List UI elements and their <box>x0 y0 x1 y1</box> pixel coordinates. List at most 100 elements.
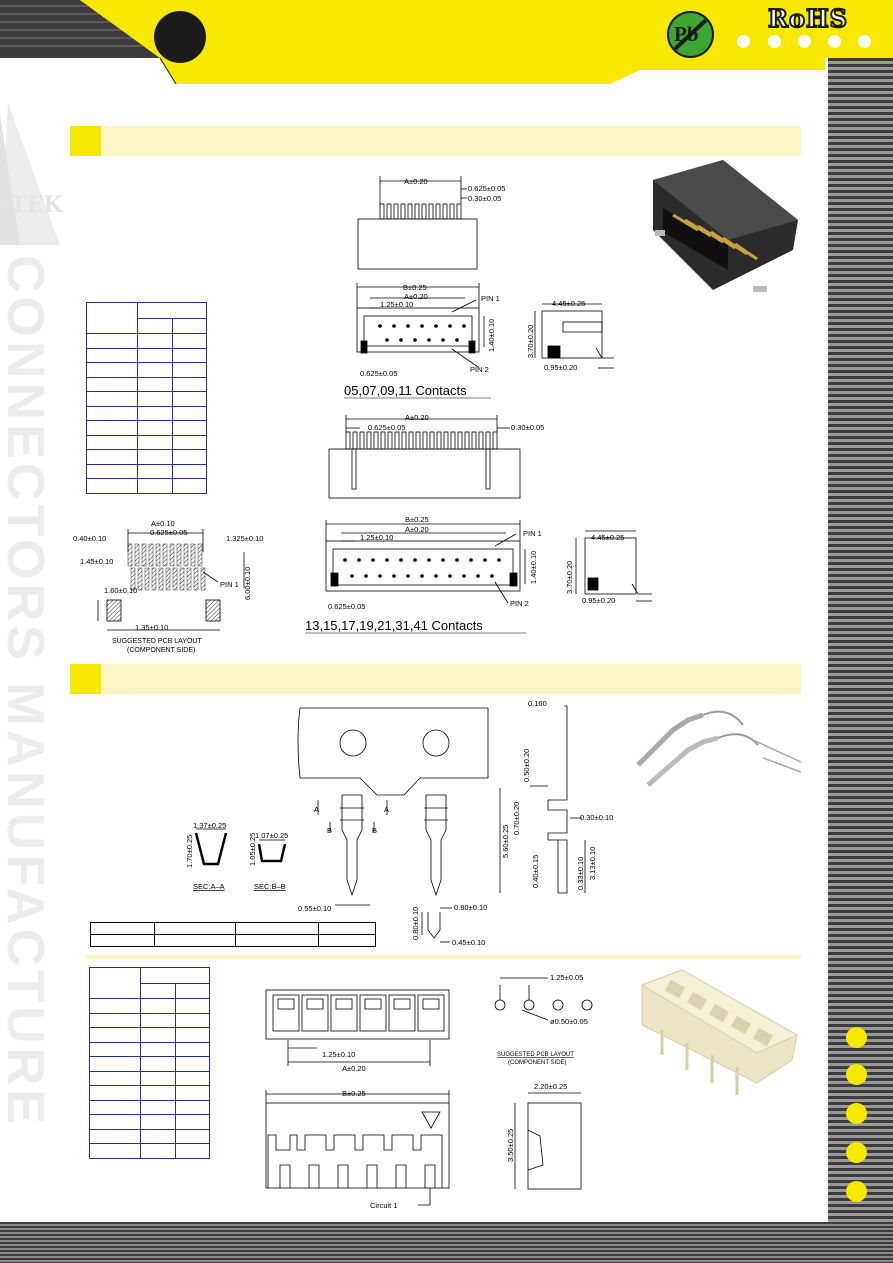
carrier-hole-2 <box>422 729 450 757</box>
pb-free-logo: Pb <box>667 11 714 58</box>
terminal-spec-table <box>90 922 376 947</box>
dim-front2-offset: 0.625±0.05 <box>328 602 365 611</box>
dim-pcb-anchorh: 1.60±0.10 <box>104 586 137 595</box>
header-dot-3 <box>798 35 811 48</box>
sec-a-label: SEC:A–A <box>193 882 225 891</box>
header-dot-1 <box>737 35 750 48</box>
dim-pcb-a: A±0.10 <box>151 519 175 528</box>
dim-front1-pitch: 1.25±0.10 <box>380 300 413 309</box>
sec-b-h: 1.05±0.25 <box>248 833 257 866</box>
dim-side1-foot: 0.95±0.20 <box>544 363 577 372</box>
dim-front1-pin1: PIN 1 <box>481 294 500 303</box>
no-lead-icon <box>673 18 708 51</box>
side-view-2-body <box>584 537 637 595</box>
dim-term-total: 5.60±0.25 <box>501 825 510 858</box>
housing-front-view <box>265 1102 450 1189</box>
caption-large-contacts: 13,15,17,19,21,31,41 Contacts <box>305 618 483 633</box>
side-dot-1 <box>846 1027 867 1048</box>
dim-term-d6: 3.13±0.10 <box>588 847 597 880</box>
section-marker-1 <box>70 126 101 156</box>
part-number-table-2 <box>89 967 210 1159</box>
dim-pcb-pitch-2: 1.25±0.05 <box>550 973 583 982</box>
terminal-1 <box>341 794 363 897</box>
dim-pcb-padh: 1.45±0.10 <box>80 557 113 566</box>
header-dot-4 <box>828 35 841 48</box>
housing-circuit: Circuit 1 <box>370 1201 398 1210</box>
dim-front1-offset: 0.625±0.05 <box>360 369 397 378</box>
logo-watermark <box>0 103 60 245</box>
dim-housing-side-h: 3.50±0.25 <box>506 1129 515 1162</box>
dim-term-d2: 0.70±0.20 <box>512 802 521 835</box>
pcb-anchor-right <box>205 599 221 622</box>
dim-side1-depth: 4.45±0.25 <box>552 299 585 308</box>
housing-top-cells <box>272 994 445 1032</box>
sec-a-h: 1.70±0.25 <box>185 835 194 868</box>
front-view-1-contacts <box>378 324 466 342</box>
header-dot-5 <box>858 35 871 48</box>
connector-photo-1 <box>653 160 798 292</box>
dim-pcb-padw: 0.40±0.10 <box>73 534 106 543</box>
top-view-1-pins <box>379 203 462 220</box>
side-dot-2 <box>846 1064 867 1085</box>
dim-top2-pinw: 0.30±0.05 <box>511 423 544 432</box>
dim-top1-a: A±0.20 <box>404 177 428 186</box>
rohs-label: RoHS <box>767 3 848 34</box>
pcb-hole-2 <box>523 999 535 1011</box>
dim-pcb-pin1: PIN 1 <box>220 580 239 589</box>
mark-b-2: B <box>372 826 377 835</box>
dim-pcb-pitch: 0.625±0.05 <box>150 528 187 537</box>
dim-pcb-span: 6.00±0.10 <box>243 567 252 600</box>
dim-top2-pitch: 0.625±0.05 <box>368 423 405 432</box>
section-marker-2 <box>70 664 101 694</box>
dim-front2-pin2: PIN 2 <box>510 599 529 608</box>
dim-term-d4: 0.40±0.15 <box>531 855 540 888</box>
dim-tip-h: 0.80±0.10 <box>411 907 420 940</box>
housing-front-teeth <box>267 1134 443 1188</box>
dim-term-d5: 0.33±0.10 <box>576 857 585 890</box>
dim-pcb-anchorw: 1.35±0.10 <box>135 623 168 632</box>
dim-pcb-edge: 1.325±0.10 <box>226 534 263 543</box>
dim-front1-height: 1.40±0.10 <box>487 319 496 352</box>
caption-small-contacts: 05,07,09,11 Contacts <box>344 383 467 398</box>
dim-front2-b: B±0.25 <box>405 515 429 524</box>
dim-side1-height: 3.70±0.20 <box>526 325 535 358</box>
front-view-2-contacts <box>343 558 501 578</box>
carrier-strip <box>300 707 489 796</box>
side-view-1-body <box>541 310 603 359</box>
terminal-side-profile <box>547 705 568 894</box>
housing-photo <box>640 969 799 1095</box>
section-divider <box>86 955 801 959</box>
dim-side2-depth: 4.45±0.25 <box>591 533 624 542</box>
pcb-hole-3 <box>552 999 564 1011</box>
bottom-stripe-border <box>0 1222 893 1263</box>
dim-term-thickness: 0.160 <box>528 699 547 708</box>
dim-top1-pitch: 0.625±0.05 <box>468 184 505 193</box>
section-header-2 <box>70 664 801 694</box>
dim-front1-b: B±0.25 <box>403 283 427 292</box>
dim-top1-pinw: 0.30±0.05 <box>468 194 501 203</box>
side-dot-3 <box>846 1103 867 1124</box>
dim-front2-pitch: 1.25±0.10 <box>360 533 393 542</box>
terminal-2 <box>425 794 447 897</box>
housing-top-view <box>265 989 450 1040</box>
dim-side2-height: 3.70±0.20 <box>565 561 574 594</box>
sec-b-profile <box>257 843 287 863</box>
dim-front1-pin2: PIN 2 <box>470 365 489 374</box>
pb-label: Pb <box>674 22 699 46</box>
pcb-hole-1 <box>494 999 506 1011</box>
side-dot-4 <box>846 1142 867 1163</box>
carrier-hole-1 <box>339 729 367 757</box>
section-header-1 <box>70 126 801 156</box>
dim-term-width: 0.55±0.10 <box>298 904 331 913</box>
front-view-2-body <box>325 540 521 592</box>
dim-housing-b: B±0.25 <box>342 1089 366 1098</box>
sec-a-profile <box>194 832 228 866</box>
dim-tip-w: 0.80±0.10 <box>454 903 487 912</box>
dim-housing-side-w: 2.20±0.25 <box>534 1082 567 1091</box>
vertical-brand-text: CONNECTORS MANUFACTURE <box>0 255 54 1128</box>
terminal-photo <box>636 710 802 787</box>
dim-top2-a: A±0.20 <box>405 413 429 422</box>
mark-a-2: A <box>384 805 389 814</box>
